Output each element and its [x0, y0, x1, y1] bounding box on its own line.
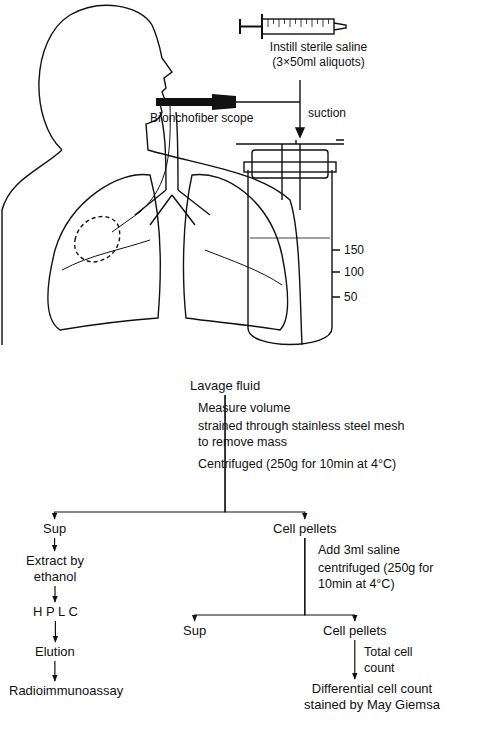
tube-stopper: [252, 150, 328, 178]
flow-arrow: [54, 661, 55, 681]
tube-connectors: [236, 140, 344, 210]
step-text: Radioimmunoassay: [9, 683, 123, 699]
fluid-level: [250, 238, 330, 239]
step-note: Centrifuged (250g for 10min at 4°C): [198, 456, 396, 472]
step-text: Extract by ethanol: [16, 553, 94, 585]
step-text: Sup: [43, 521, 66, 537]
scale-tick: [290, 19, 291, 27]
flow-arrow: [354, 640, 355, 679]
left-lung: [184, 174, 288, 330]
bronchoscope: [156, 98, 214, 106]
sample-step: Lavage fluid: [187, 377, 263, 395]
scale-number: 100: [344, 265, 364, 280]
collection-tube: [248, 170, 332, 345]
flow-label: suction: [308, 106, 346, 121]
body-outline-back: [2, 150, 62, 345]
assay-step: Radioimmunoassay: [6, 682, 126, 700]
pellet-step: Cell pellets: [270, 520, 340, 538]
flow-arrow: [195, 538, 305, 621]
tube-scale: [332, 250, 340, 297]
bronchi: [135, 190, 210, 225]
scale-tick: [268, 19, 269, 27]
syringe-thumb: [239, 19, 241, 34]
scale-tick: [323, 19, 324, 27]
flow-arrow: [54, 538, 55, 551]
scale-tick: [279, 19, 280, 27]
scale-tick: [284, 19, 285, 24]
arrowhead: [296, 128, 304, 137]
flow-arrow: [55, 621, 56, 642]
tube-collar: [244, 162, 336, 172]
process-step: H P L C: [30, 603, 81, 621]
supernatant-step: Sup: [40, 520, 69, 538]
step-text: Cell pellets: [323, 623, 387, 639]
scale-tick: [295, 19, 296, 24]
step-note: Measure volume: [198, 400, 290, 416]
instrument-label: Bronchofiber scope: [150, 111, 253, 126]
scale-tick: [317, 19, 318, 24]
step-note: strained through stainless steel mesh to…: [198, 418, 413, 450]
scale-tick: [273, 19, 274, 24]
step-note: centrifuged (250g for 10min at 4°C): [318, 560, 468, 592]
step-text: Elution: [35, 644, 75, 660]
process-step: Elution: [32, 643, 78, 661]
scale-tick: [306, 19, 307, 24]
scale-number: 50: [344, 290, 357, 305]
tubing: [299, 80, 300, 102]
syringe-scale: [268, 19, 329, 27]
step-text: Sup: [183, 623, 206, 639]
scale-tick: [301, 19, 302, 27]
result-step: Differential cell count stained by May G…: [287, 680, 457, 714]
pellet-step: Cell pellets: [320, 622, 390, 640]
edge-label: Total cell count: [364, 644, 436, 676]
step-text: Differential cell count stained by May G…: [290, 681, 454, 713]
scale-tick: [328, 19, 329, 24]
syringe-nozzle: [334, 23, 346, 30]
bronchoscope-handle: [212, 94, 236, 110]
scale-tick: [312, 19, 313, 27]
step-text: H P L C: [33, 604, 78, 620]
body-outline: [39, 5, 302, 345]
tubing: [236, 101, 300, 102]
lavaged-segment: [75, 217, 120, 262]
step-text: Cell pellets: [273, 521, 337, 537]
process-step: Extract by ethanol: [13, 552, 97, 586]
instruction-label: Instill sterile saline (3×50ml aliquots): [256, 40, 381, 70]
step-text: Lavage fluid: [190, 378, 260, 394]
right-lung: [48, 174, 160, 330]
syringe-plunger: [240, 26, 262, 28]
step-note: Add 3ml saline: [318, 542, 400, 558]
scale-number: 150: [344, 243, 364, 258]
syringe-barrel: [262, 19, 334, 34]
supernatant-step: Sup: [180, 622, 209, 640]
syringe-flange: [261, 14, 263, 39]
flow-arrow: [54, 586, 55, 602]
